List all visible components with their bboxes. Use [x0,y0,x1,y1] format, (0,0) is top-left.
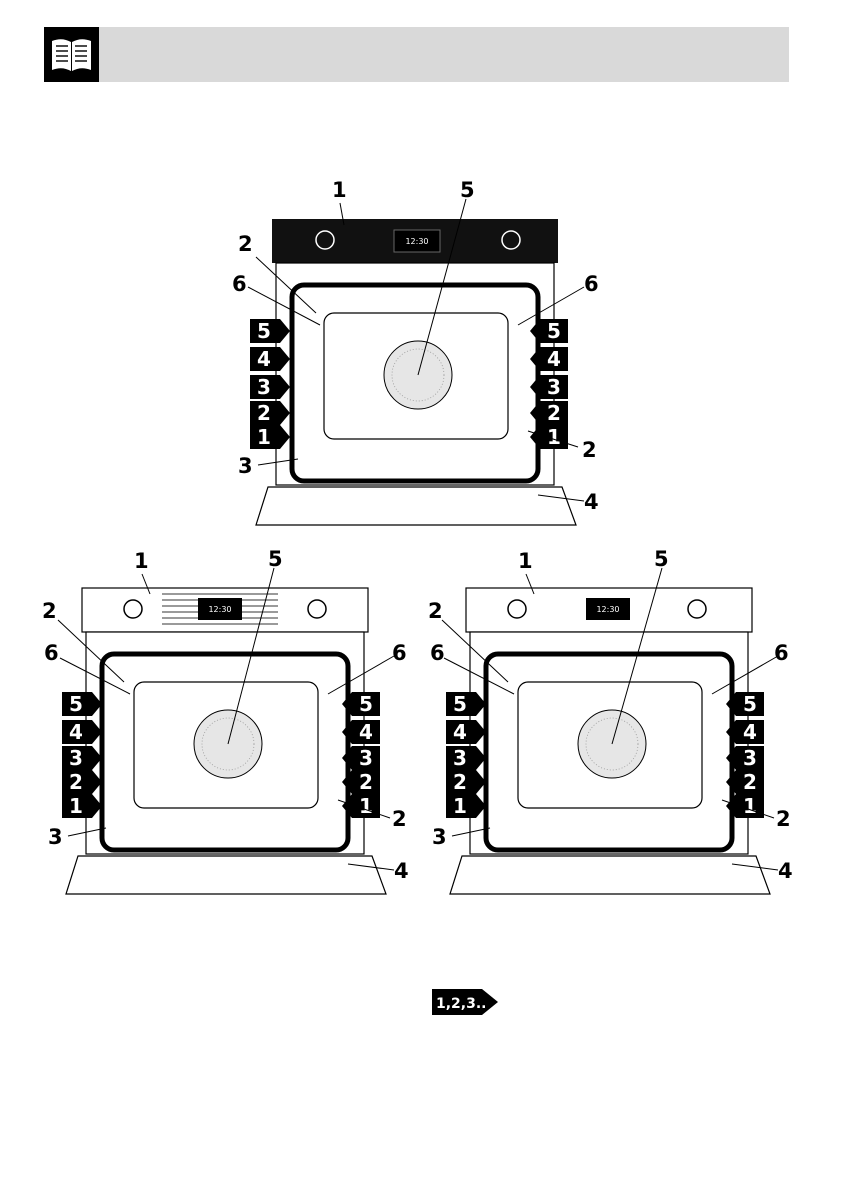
sequence-arrow-icon: 1,2,3.. [432,987,500,1017]
knob [124,600,142,618]
callout-fan: 5 [268,548,283,571]
display-time: 12:30 [596,605,619,614]
callout-door: 4 [778,859,793,883]
shelf-labels-left: 5 4 3 2 1 [446,692,486,818]
svg-text:1: 1 [743,794,757,818]
svg-text:4: 4 [453,720,467,744]
callout-control-panel: 1 [518,549,533,573]
callout-seal: 3 [48,825,63,849]
svg-text:5: 5 [69,692,83,716]
callout-shelf-right: 6 [774,641,789,665]
svg-text:2: 2 [359,770,373,794]
svg-text:2: 2 [453,770,467,794]
svg-text:1: 1 [69,794,83,818]
oven-figure-black-panel: 12:30 5 4 3 2 1 5 4 3 [228,175,612,535]
callout-rack-guide-right: 2 [392,807,407,831]
knob [508,600,526,618]
callout-door: 4 [584,490,599,514]
sequence-label: 1,2,3.. [436,996,487,1012]
callout-fan: 5 [654,548,669,571]
svg-text:2: 2 [69,770,83,794]
svg-text:3: 3 [359,746,373,770]
callout-shelf-right: 6 [584,272,599,296]
svg-text:5: 5 [453,692,467,716]
sequence-badge: 1,2,3.. [432,987,500,1021]
svg-text:4: 4 [547,347,561,371]
svg-text:5: 5 [257,319,271,343]
svg-text:5: 5 [743,692,757,716]
svg-text:5: 5 [547,319,561,343]
display-time: 12:30 [208,605,231,614]
callout-seal: 3 [238,454,253,478]
svg-text:2: 2 [547,401,561,425]
knob [502,231,520,249]
svg-text:1: 1 [359,794,373,818]
display-time: 12:30 [405,237,428,246]
callout-rack-guide-right: 2 [582,438,597,462]
svg-text:4: 4 [743,720,757,744]
svg-text:3: 3 [257,375,271,399]
svg-text:2: 2 [743,770,757,794]
callout-shelf-left: 6 [44,641,59,665]
oven-figure-white-panel: 12:30 5 4 3 2 1 5 4 3 2 1 [422,548,806,908]
svg-text:1: 1 [547,425,561,449]
callout-shelf-right: 6 [392,641,407,665]
svg-text:3: 3 [547,375,561,399]
svg-text:5: 5 [359,692,373,716]
svg-text:3: 3 [743,746,757,770]
callout-control-panel: 1 [332,178,347,202]
knob [688,600,706,618]
knob [316,231,334,249]
shelf-labels-left: 5 4 3 2 1 [62,692,102,818]
callout-fan: 5 [460,178,475,202]
svg-text:2: 2 [257,401,271,425]
callout-rack-guide: 2 [238,232,253,256]
callout-rack-guide-right: 2 [776,807,791,831]
callout-shelf-left: 6 [232,272,247,296]
callout-shelf-left: 6 [430,641,445,665]
callout-rack-guide: 2 [428,599,443,623]
svg-text:3: 3 [69,746,83,770]
oven-figure-steel-panel: 12:30 5 4 3 2 1 5 4 3 2 1 [38,548,422,908]
callout-control-panel: 1 [134,549,149,573]
open-book-icon [44,27,99,82]
section-header-bar [44,27,789,82]
svg-text:4: 4 [359,720,373,744]
svg-text:3: 3 [453,746,467,770]
svg-text:4: 4 [257,347,271,371]
svg-text:1: 1 [257,425,271,449]
callout-door: 4 [394,859,409,883]
svg-text:4: 4 [69,720,83,744]
knob [308,600,326,618]
svg-text:1: 1 [453,794,467,818]
callout-rack-guide: 2 [42,599,57,623]
callout-seal: 3 [432,825,447,849]
